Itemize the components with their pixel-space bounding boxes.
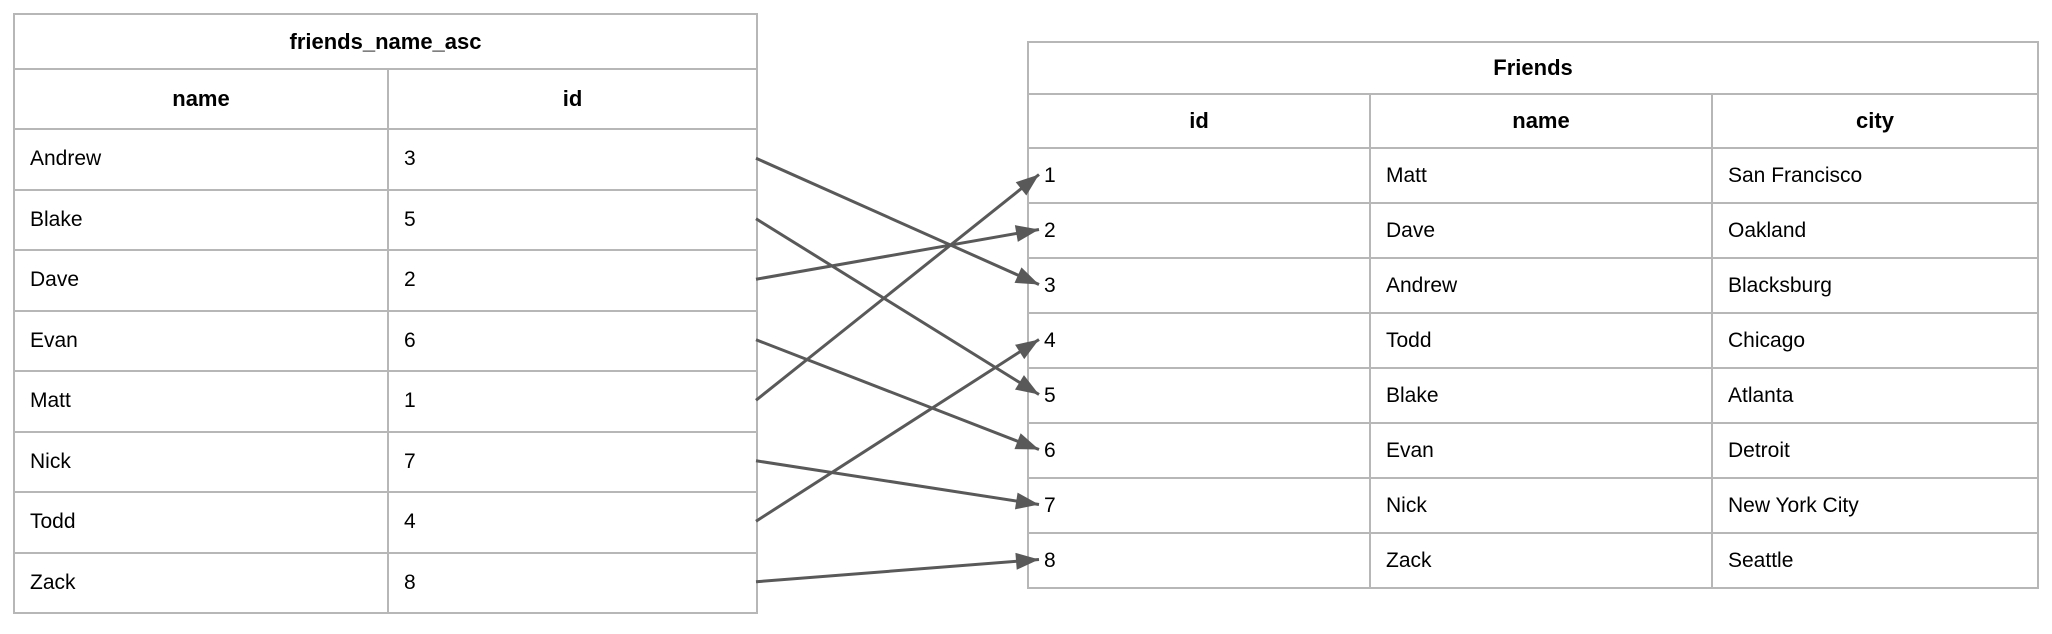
cell-id: 5 (1027, 367, 1371, 424)
cell-id: 8 (1027, 532, 1371, 589)
cell-name: Evan (13, 309, 389, 372)
left-table-title-row: friends_name_asc (13, 13, 758, 70)
cell-name: Todd (1369, 312, 1713, 369)
cell-city: Chicago (1710, 312, 2040, 369)
cell-name: Nick (13, 430, 389, 493)
cell-id: 4 (1027, 312, 1371, 369)
cell-id: 7 (1027, 477, 1371, 534)
cell-id: 5 (387, 188, 758, 251)
cell-id: 6 (387, 309, 758, 372)
right-table-title-row: Friends (1026, 41, 2040, 95)
cell-name: Blake (1369, 367, 1713, 424)
cell-id: 6 (1027, 422, 1371, 479)
cell-name: Dave (1369, 202, 1713, 259)
cell-id: 1 (1027, 147, 1371, 204)
column-header-id: id (387, 68, 758, 130)
mapping-arrow-evan-to-id-6 (755, 338, 1040, 451)
cell-name: Andrew (1369, 257, 1713, 314)
cell-city: Atlanta (1710, 367, 2040, 424)
cell-id: 8 (387, 551, 758, 614)
cell-name: Andrew (13, 128, 389, 191)
cell-name: Zack (13, 551, 389, 614)
cell-city: San Francisco (1710, 147, 2040, 204)
column-header-name: name (1369, 93, 1713, 149)
cell-id: 4 (387, 491, 758, 554)
cell-id: 2 (1027, 202, 1371, 259)
cell-city: Detroit (1710, 422, 2040, 479)
column-header-city: city (1710, 93, 2040, 149)
cell-name: Nick (1369, 477, 1713, 534)
cell-name: Matt (13, 370, 389, 433)
mapping-arrow-matt-to-id-1 (755, 173, 1040, 402)
mapping-arrow-zack-to-id-8 (755, 552, 1040, 584)
mapping-arrow-dave-to-id-2 (755, 225, 1040, 281)
cell-city: Oakland (1710, 202, 2040, 259)
mapping-arrow-todd-to-id-4 (755, 338, 1040, 523)
mapping-arrow-blake-to-id-5 (755, 217, 1040, 396)
left-table-title: friends_name_asc (13, 13, 758, 70)
cell-id: 3 (387, 128, 758, 191)
cell-city: New York City (1710, 477, 2040, 534)
cell-id: 3 (1027, 257, 1371, 314)
cell-name: Evan (1369, 422, 1713, 479)
cell-id: 2 (387, 249, 758, 312)
cell-name: Zack (1369, 532, 1713, 589)
cell-city: Seattle (1710, 532, 2040, 589)
mapping-arrow-andrew-to-id-3 (755, 156, 1040, 286)
cell-name: Dave (13, 249, 389, 312)
cell-id: 1 (387, 370, 758, 433)
cell-name: Blake (13, 188, 389, 251)
mapping-arrow-nick-to-id-7 (755, 459, 1040, 510)
column-header-id: id (1027, 93, 1371, 149)
cell-id: 7 (387, 430, 758, 493)
cell-name: Todd (13, 491, 389, 554)
cell-name: Matt (1369, 147, 1713, 204)
right-table-title: Friends (1026, 41, 2040, 95)
cell-city: Blacksburg (1710, 257, 2040, 314)
column-header-name: name (13, 68, 389, 130)
